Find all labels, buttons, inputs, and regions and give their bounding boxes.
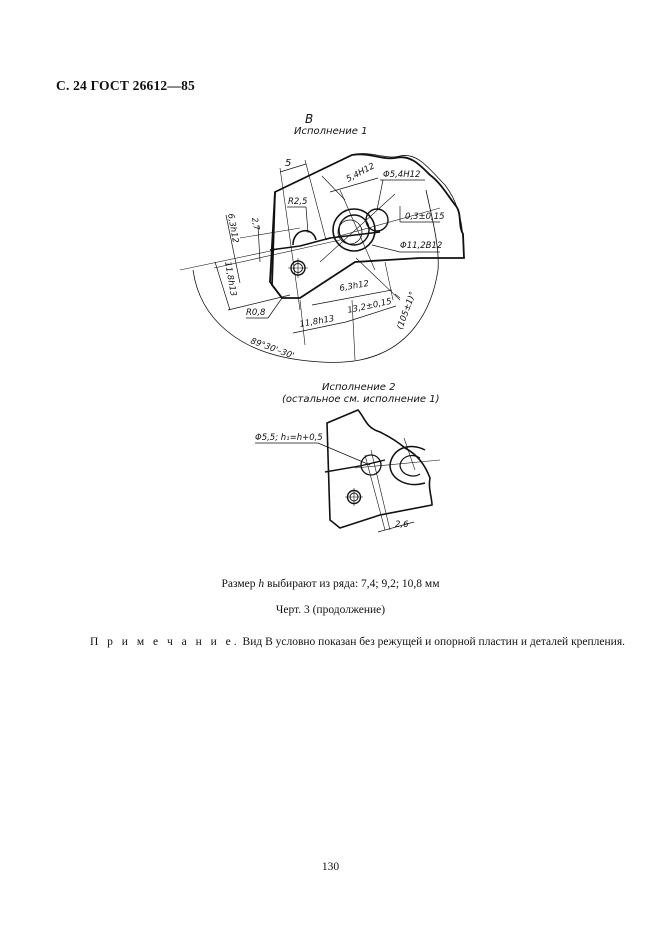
dim-phi-11-2b12: Φ11,2B12	[400, 241, 442, 251]
size-note-prefix: Размер	[221, 578, 259, 590]
size-note: Размер h выбирают из ряда: 7,4; 9,2; 10,…	[0, 578, 661, 590]
page-number: 130	[321, 861, 340, 873]
variant1-label: Исполнение 1	[294, 126, 367, 137]
dim-6-3h12-bottom: 6,3h12	[339, 279, 370, 294]
dim-phi-5-4h12: Φ5,4H12	[383, 170, 420, 180]
variant2-sublabel: (остальное см. исполнение 1)	[282, 394, 440, 405]
dim-2-7: 2,7	[250, 217, 261, 232]
variant2-label: Исполнение 2	[322, 382, 395, 393]
dim-11-8h13-bottom: 11,8h13	[299, 314, 335, 330]
dim-5: 5	[285, 158, 291, 169]
footnote-label: П р и м е ч а н и е.	[90, 636, 240, 648]
figure-caption: Черт. 3 (продолжение)	[275, 604, 386, 616]
dim-0-3: 0,3±0,15	[405, 212, 445, 222]
dim-angle-105: (105±1)°	[395, 290, 418, 331]
view-label: В	[305, 112, 313, 126]
dim-13-2: 13,2±0,15	[347, 297, 393, 316]
page-header: С. 24 ГОСТ 26612—85	[56, 78, 195, 93]
dim-2-6: 2,6	[395, 520, 409, 530]
dim-angle-89: 89°30'–30'	[249, 336, 295, 361]
dim-phi-5-5: Φ5,5; h₁=h+0,5	[255, 433, 323, 443]
technical-drawing: В Исполнение 1	[179, 112, 465, 533]
variant-1-view: В Исполнение 1	[179, 112, 465, 363]
size-note-var: h	[258, 578, 265, 590]
size-note-suffix: выбирают из ряда: 7,4; 9,2; 10,8 мм	[264, 578, 440, 590]
dim-6-3h12-left: 6,3h12	[225, 213, 240, 244]
dim-5-4h12: 5,4H12	[345, 161, 377, 184]
dim-r0-8: R0,8	[246, 308, 266, 318]
footnote-text: Вид В условно показан без режущей и опор…	[239, 636, 625, 648]
variant-2-view: Исполнение 2 (остальное см. исполнение 1…	[255, 382, 441, 533]
dim-r2-5: R2,5	[288, 197, 307, 207]
footnote: П р и м е ч а н и е. Вид В условно показ…	[90, 636, 625, 648]
